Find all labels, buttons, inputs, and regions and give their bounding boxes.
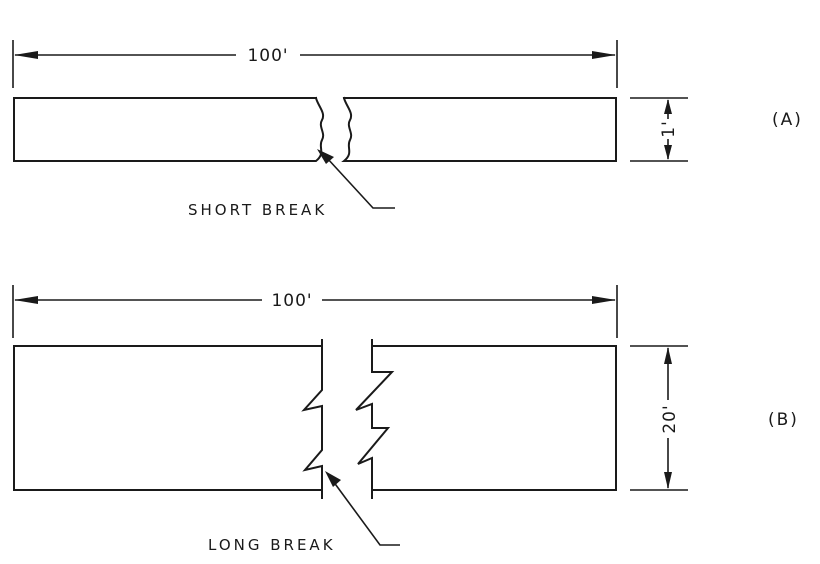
height-dimension-a: 1' (630, 97, 688, 162)
leader-arrowhead-a (317, 149, 334, 164)
long-break-label: LONG BREAK (208, 536, 336, 554)
leader-arrowhead-b (325, 471, 341, 487)
arrowhead-right-a (592, 51, 616, 59)
arrowhead-top-b (664, 347, 672, 364)
arrowhead-bottom-a (664, 145, 672, 160)
arrowhead-top-a (664, 99, 672, 114)
length-label-b: 100' (271, 291, 312, 311)
figure-a: 100' 1' SHORT BREAK (A) (12, 40, 803, 219)
bar-left-piece-b (13, 339, 323, 499)
short-break-label: SHORT BREAK (188, 201, 327, 219)
figure-b: 100' 20' LONG BREAK (B) (12, 285, 799, 554)
view-tag-a: (A) (772, 110, 803, 130)
bar-left-piece-a (13, 96, 325, 162)
arrowhead-left-a (14, 51, 38, 59)
bar-right-piece-a (341, 96, 617, 162)
length-label-a: 100' (247, 46, 288, 66)
bar-right-piece-b (371, 339, 617, 499)
length-dimension-b: 100' (14, 291, 616, 311)
arrowhead-bottom-b (664, 472, 672, 489)
height-label-a: 1' (659, 120, 679, 138)
long-break-leader (325, 471, 400, 546)
view-tag-b: (B) (768, 410, 799, 430)
long-break-zigzag-left (301, 345, 323, 491)
arrowhead-left-b (14, 296, 38, 304)
length-dimension-a: 100' (14, 46, 616, 66)
height-label-b: 20' (660, 404, 680, 433)
height-dimension-b: 20' (630, 345, 688, 491)
arrowhead-right-b (592, 296, 616, 304)
short-break-leader (317, 149, 395, 209)
long-break-zigzag-right (355, 345, 395, 491)
